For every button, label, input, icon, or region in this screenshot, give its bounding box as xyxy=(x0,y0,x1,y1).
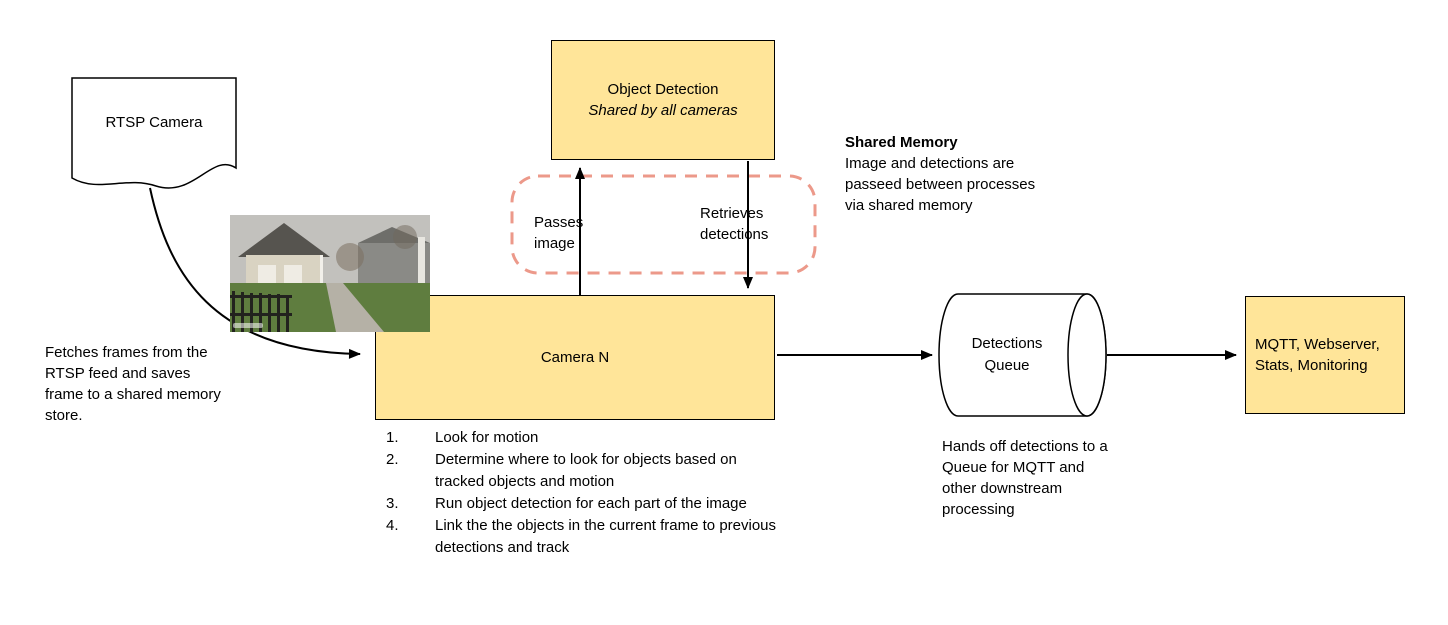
mqtt-output-node: MQTT, Webserver, Stats, Monitoring xyxy=(1245,296,1405,414)
object-detection-subtitle: Shared by all cameras xyxy=(588,102,738,119)
arrow-rtsp-to-camera xyxy=(149,187,361,359)
camera-step: Look for motion xyxy=(382,427,780,449)
photo-house-roof xyxy=(238,223,330,257)
camera-step-text: Run object detection for each part of th… xyxy=(435,495,747,512)
mqtt-output-label: MQTT, Webserver, Stats, Monitoring xyxy=(1255,336,1380,374)
camera-step: Run object detection for each part of th… xyxy=(382,493,780,515)
photo-fence xyxy=(230,291,292,332)
rtsp-fetch-note: Fetches frames from the RTSP feed and sa… xyxy=(45,344,221,424)
camera-step: Link the the objects in the current fram… xyxy=(382,515,780,559)
rtsp-camera-shape xyxy=(71,77,237,189)
camera-step: Determine where to look for objects base… xyxy=(382,449,780,493)
object-detection-title: Object Detection xyxy=(607,81,719,98)
shared-memory-note-title: Shared Memory xyxy=(845,134,958,151)
photo-sidewalk xyxy=(326,283,384,332)
camera-frame-photo xyxy=(230,215,430,332)
detections-queue-endcap-icon xyxy=(1067,293,1107,417)
detections-queue-note: Hands off detections to a Queue for MQTT… xyxy=(942,438,1108,518)
retrieves-detections-label: Retrieves detections xyxy=(700,205,769,243)
camera-step-text: Link the the objects in the current fram… xyxy=(435,517,777,556)
rtsp-camera-label: RTSP Camera xyxy=(105,114,203,131)
camera-step-text: Look for motion xyxy=(435,429,539,446)
passes-image-label: Passes image xyxy=(534,214,584,252)
object-detection-node: Object Detection Shared by all cameras xyxy=(551,40,775,160)
camera-steps-list: Look for motion Determine where to look … xyxy=(382,427,780,559)
camera-n-node: Camera N xyxy=(375,295,775,420)
camera-n-label: Camera N xyxy=(540,349,610,366)
camera-step-text: Determine where to look for objects base… xyxy=(435,451,737,490)
detections-queue-label: Detections Queue xyxy=(971,335,1043,374)
shared-memory-note-body: Image and detections are passeed between… xyxy=(845,155,1036,214)
shared-memory-note: Shared Memory Image and detections are p… xyxy=(845,132,1053,216)
